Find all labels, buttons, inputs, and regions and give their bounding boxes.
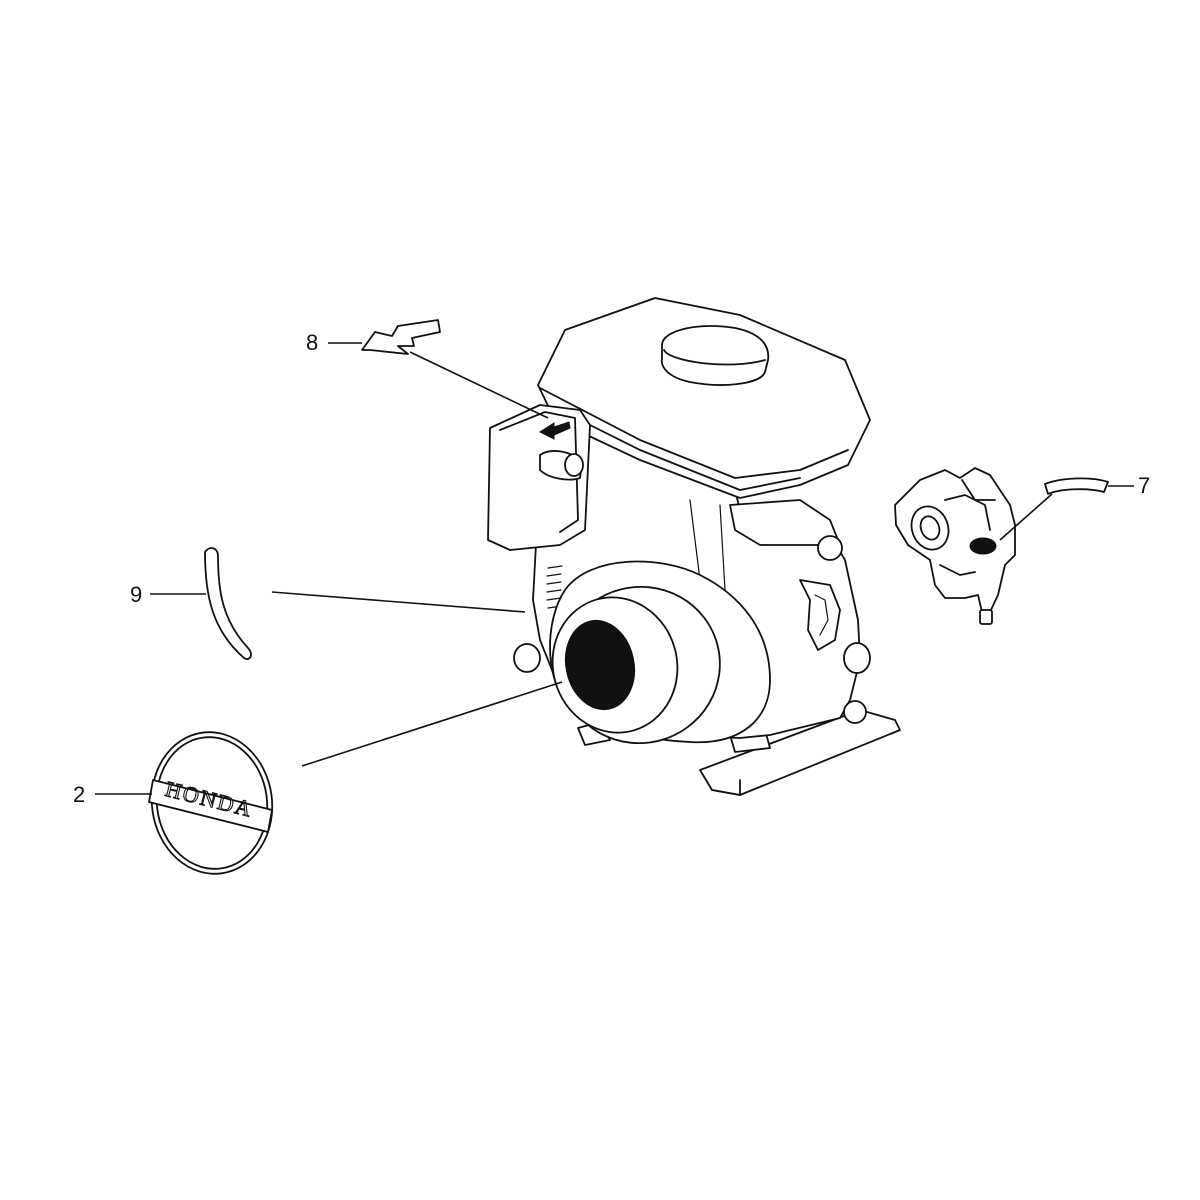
callout-7: 7 — [1108, 473, 1150, 498]
pump-volute — [549, 560, 771, 745]
part-8-leader-line — [409, 351, 549, 419]
part-9-strip — [204, 547, 526, 660]
callout-9-number: 9 — [130, 582, 142, 607]
callout-2: 2 — [73, 782, 152, 807]
part-2-leader-line — [301, 681, 563, 767]
callout-8-number: 8 — [306, 330, 318, 355]
part-2-honda-emblem: HONDA — [148, 681, 563, 875]
callout-9: 9 — [130, 582, 206, 607]
fuel-tank — [537, 297, 871, 499]
callout-8: 8 — [306, 330, 362, 355]
part-9-leader-line — [271, 591, 526, 613]
callout-2-number: 2 — [73, 782, 85, 807]
carburetor — [894, 467, 1016, 625]
part-8-arrow-decal — [361, 319, 549, 419]
engine-pump-assembly — [487, 297, 901, 796]
part-7-gasket — [999, 477, 1109, 541]
air-cleaner — [487, 404, 591, 551]
callout-7-number: 7 — [1138, 473, 1150, 498]
part-7-leader-line — [999, 493, 1053, 541]
